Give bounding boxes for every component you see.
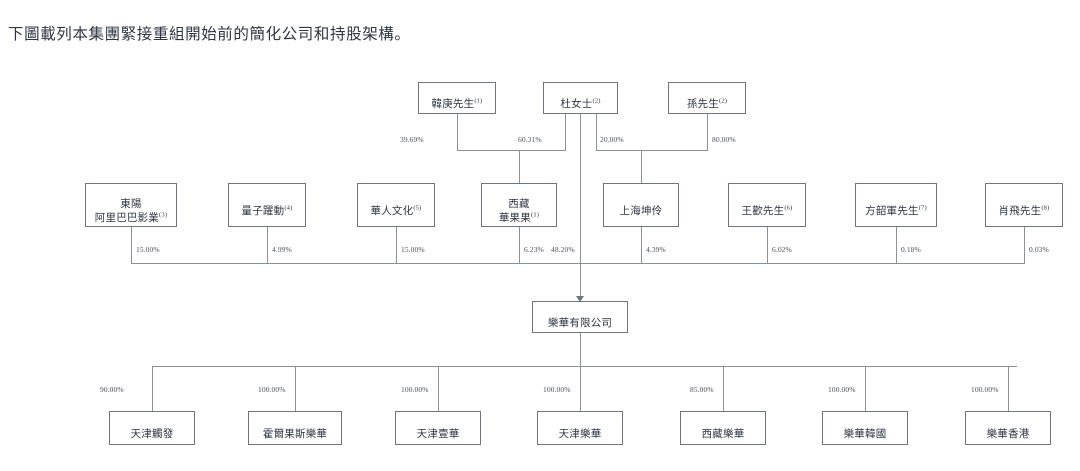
node-shanghai-kunling[interactable]: 上海坤伶 [603, 183, 679, 227]
node-mr-xiao-fei[interactable]: 肖飛先生(8) [985, 183, 1063, 227]
pct-yuehua-korea: 100.00% [828, 385, 856, 394]
node-liangzi-yuedong-label: 量子躍動(4) [241, 204, 293, 217]
pct-xizang-yuehua: 85.00% [690, 385, 714, 394]
node-xizang-yuehua[interactable]: 西藏樂華 [680, 411, 766, 445]
node-yuehua-hongkong[interactable]: 樂華香港 [965, 411, 1051, 445]
drop-huaren-wenhua [396, 227, 397, 263]
connector-du-direct-to-company [580, 114, 581, 302]
connector-du-to-huaguoguo-down [565, 114, 566, 150]
node-tianjin-yuehua[interactable]: 天津樂華 [537, 411, 623, 445]
drop-mr-wang-huan [767, 227, 768, 263]
node-han-geng[interactable]: 韓庚先生(1) [418, 82, 496, 114]
node-madam-du-label: 杜女士(2) [560, 97, 601, 110]
connector-sun-down [707, 114, 708, 150]
connector-main-bus [131, 263, 1025, 264]
node-tianjin-chufa-label: 天津觸發 [130, 429, 174, 440]
pct-du-kunling: 20.00% [600, 135, 624, 144]
node-tianjin-yihua[interactable]: 天津壹華 [395, 411, 481, 445]
node-tianjin-yuehua-label: 天津樂華 [558, 429, 602, 440]
node-huaren-wenhua[interactable]: 華人文化(5) [357, 183, 435, 227]
pct-xizang-huaguoguo: 6.23% [524, 245, 544, 254]
node-yuehua-korea-label: 樂華韓國 [843, 429, 887, 440]
drop-xizang-yuehua [723, 366, 724, 411]
node-huoerguosi-yuehua[interactable]: 霍爾果斯樂華 [248, 411, 342, 445]
pct-yuehua-hongkong: 100.00% [971, 385, 999, 394]
pct-du-huaguoguo: 60.31% [518, 135, 542, 144]
drop-xizang-huaguoguo [519, 227, 520, 263]
node-shanghai-kunling-label: 上海坤伶 [619, 206, 663, 217]
node-mr-sun[interactable]: 孫先生(2) [668, 82, 746, 114]
connector-bus-to-company [580, 263, 581, 302]
node-mr-xiao-fei-label: 肖飛先生(8) [998, 204, 1050, 217]
node-yuehua-hongkong-label: 樂華香港 [986, 429, 1030, 440]
node-han-geng-label: 韓庚先生(1) [431, 97, 483, 110]
pct-shanghai-kunling: 4.39% [646, 245, 666, 254]
pct-madam-du-direct: 48.20% [551, 245, 575, 254]
pct-mr-fang-shaojun: 0.18% [901, 245, 921, 254]
node-dongyang-alibaba-label: 東陽 阿里巴巴影業(3) [94, 199, 168, 224]
node-xizang-yuehua-label: 西藏樂華 [701, 429, 745, 440]
node-mr-sun-label: 孫先生(2) [686, 97, 728, 110]
node-yuehua-ltd[interactable]: 樂華有限公司 [532, 301, 628, 333]
node-tianjin-chufa[interactable]: 天津觸發 [109, 411, 195, 445]
connector-subsidiary-bus [152, 366, 1017, 367]
drop-liangzi-yuedong [267, 227, 268, 263]
connector-han-geng-down [457, 114, 458, 150]
node-huoerguosi-yuehua-label: 霍爾果斯樂華 [262, 429, 328, 440]
connector-company-down [580, 333, 581, 366]
node-mr-fang-shaojun[interactable]: 方韶軍先生(7) [855, 183, 937, 227]
connector-du-to-kunling-down [596, 114, 597, 150]
drop-yuehua-hongkong [1008, 366, 1009, 411]
drop-tianjin-yihua [438, 366, 439, 411]
drop-yuehua-korea [865, 366, 866, 411]
drop-mr-fang-shaojun [896, 227, 897, 263]
connector-bus-huaguoguo-drop [519, 150, 520, 183]
pct-huoerguosi-yuehua: 100.00% [258, 385, 286, 394]
node-xizang-huaguoguo[interactable]: 西藏 華果果(1) [481, 183, 557, 227]
connector-bus-huaguoguo [457, 150, 566, 151]
drop-huoerguosi-yuehua [295, 366, 296, 411]
arrow-into-company [576, 296, 584, 302]
node-yuehua-korea[interactable]: 樂華韓國 [822, 411, 908, 445]
drop-mr-xiao-fei [1024, 227, 1025, 263]
node-huaren-wenhua-label: 華人文化(5) [370, 204, 422, 217]
node-madam-du[interactable]: 杜女士(2) [543, 82, 618, 114]
intro-paragraph: 下圖載列本集團緊接重組開始前的簡化公司和持股架構。 [8, 26, 411, 43]
node-yuehua-ltd-label: 樂華有限公司 [547, 318, 613, 329]
node-liangzi-yuedong[interactable]: 量子躍動(4) [228, 183, 306, 227]
drop-tianjin-yuehua [580, 366, 581, 411]
node-xizang-huaguoguo-label: 西藏 華果果(1) [498, 199, 540, 224]
drop-tianjin-chufa [152, 366, 153, 411]
node-mr-fang-shaojun-label: 方韶軍先生(7) [865, 204, 927, 217]
connector-bus-kunling-drop [641, 150, 642, 183]
pct-tianjin-yihua: 100.00% [401, 385, 429, 394]
pct-huaren-wenhua: 15.00% [401, 245, 425, 254]
pct-tianjin-yuehua: 100.00% [543, 385, 571, 394]
node-mr-wang-huan[interactable]: 王歡先生(6) [728, 183, 806, 227]
node-dongyang-alibaba[interactable]: 東陽 阿里巴巴影業(3) [85, 183, 177, 227]
node-tianjin-yihua-label: 天津壹華 [416, 429, 460, 440]
connector-bus-kunling [596, 150, 708, 151]
drop-shanghai-kunling [641, 227, 642, 263]
pct-mr-wang-huan: 6.02% [772, 245, 792, 254]
pct-dongyang-alibaba: 15.00% [136, 245, 160, 254]
pct-mr-xiao-fei: 0.03% [1029, 245, 1049, 254]
pct-liangzi-yuedong: 4.99% [272, 245, 292, 254]
pct-tianjin-chufa: 90.00% [100, 385, 124, 394]
pct-sun-kunling: 80.00% [712, 135, 736, 144]
drop-dongyang-alibaba [131, 227, 132, 263]
node-mr-wang-huan-label: 王歡先生(6) [741, 204, 793, 217]
pct-han-geng-huaguoguo: 39.69% [400, 135, 424, 144]
